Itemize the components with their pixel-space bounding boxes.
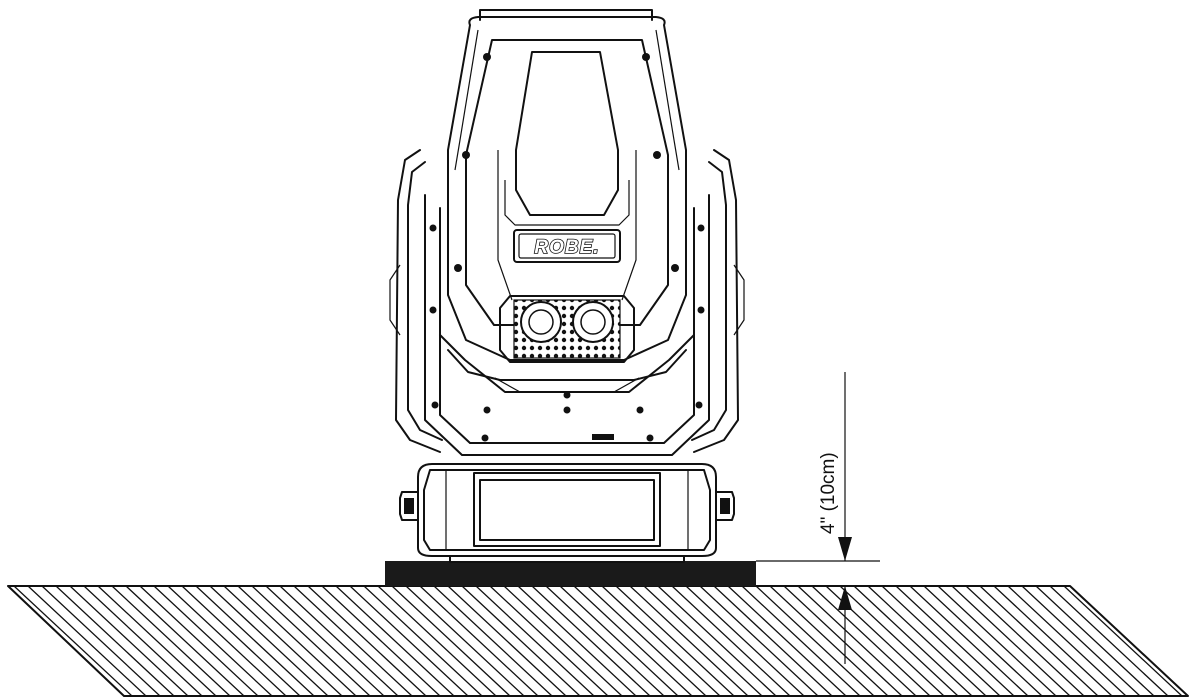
hatch-line xyxy=(307,586,427,696)
hatch-line xyxy=(657,586,777,696)
hatch-line xyxy=(209,586,329,696)
hatch-line xyxy=(223,586,343,696)
hatch-line xyxy=(783,586,903,696)
hatch-line xyxy=(377,586,497,696)
hatch-line xyxy=(755,586,875,696)
hatch-line xyxy=(615,586,735,696)
hatch-line xyxy=(1021,586,1141,696)
hatch-line xyxy=(8,586,21,696)
hatch-line xyxy=(97,586,217,696)
hatch-line xyxy=(489,586,609,696)
floor-hatched xyxy=(0,585,1189,697)
hatch-line xyxy=(447,586,567,696)
hatch-line xyxy=(671,586,791,696)
hatch-line xyxy=(8,586,35,696)
hatch-line xyxy=(1035,586,1155,696)
hatch-line xyxy=(335,586,455,696)
base-plate xyxy=(385,561,756,586)
hatch-line xyxy=(293,586,413,696)
hatch-line xyxy=(895,586,1015,696)
hatch-line xyxy=(853,586,973,696)
hatch-line xyxy=(433,586,553,696)
hatch-line xyxy=(797,586,917,696)
hatch-line xyxy=(1175,586,1188,696)
hatch-line xyxy=(503,586,623,696)
hatch-line xyxy=(643,586,763,696)
hatch-line xyxy=(55,586,175,696)
hatch-line xyxy=(405,586,525,696)
hatch-line xyxy=(881,586,1001,696)
hatch-line xyxy=(909,586,1029,696)
hatch-line xyxy=(769,586,889,696)
brand-logo-plate xyxy=(513,229,621,263)
cooling-fan-grille xyxy=(499,295,635,363)
hatch-line xyxy=(475,586,595,696)
hatch-line xyxy=(951,586,1071,696)
hatch-line xyxy=(979,586,1099,696)
hatch-line xyxy=(839,586,959,696)
hatch-line xyxy=(153,586,273,696)
hatch-line xyxy=(419,586,539,696)
hatch-line xyxy=(587,586,707,696)
hatch-line xyxy=(363,586,483,696)
hatch-line xyxy=(181,586,301,696)
hatch-line xyxy=(573,586,693,696)
hatch-line xyxy=(13,586,133,696)
hatch-line xyxy=(685,586,805,696)
clearance-dimension: 4" (10cm) xyxy=(756,372,880,664)
hatch-line xyxy=(349,586,469,696)
hatch-line xyxy=(601,586,721,696)
hatch-line xyxy=(195,586,315,696)
hatch-line xyxy=(741,586,861,696)
hatch-line xyxy=(629,586,749,696)
hatch-line xyxy=(559,586,679,696)
hatch-line xyxy=(69,586,189,696)
hatch-line xyxy=(1007,586,1127,696)
dimension-arrow-up xyxy=(838,586,852,610)
hatch-line xyxy=(923,586,1043,696)
brand-logo-text: ROBE. xyxy=(534,237,599,258)
hatch-line xyxy=(1119,586,1188,696)
hatch-line xyxy=(699,586,819,696)
hatch-line xyxy=(111,586,231,696)
hatch-line xyxy=(867,586,987,696)
clearance-label: 4" (10cm) xyxy=(818,452,839,534)
moving-head-fixture: ROBE. xyxy=(389,9,745,563)
hatch-line xyxy=(237,586,357,696)
hatch-line xyxy=(461,586,581,696)
hatch-line xyxy=(279,586,399,696)
hatch-line xyxy=(937,586,1057,696)
hatch-line xyxy=(811,586,931,696)
hatch-line xyxy=(1161,586,1188,696)
hatch-line xyxy=(139,586,259,696)
hatch-line xyxy=(125,586,245,696)
hatch-line xyxy=(545,586,665,696)
hatch-line xyxy=(251,586,371,696)
hatch-line xyxy=(727,586,847,696)
hatch-line xyxy=(265,586,385,696)
hatch-line xyxy=(321,586,441,696)
hatch-line xyxy=(1105,586,1188,696)
hatch-line xyxy=(83,586,203,696)
hatch-line xyxy=(713,586,833,696)
hatch-line xyxy=(531,586,651,696)
hatch-line xyxy=(0,586,6,696)
hatch-line xyxy=(517,586,637,696)
hatch-line xyxy=(41,586,161,696)
hatch-line xyxy=(965,586,1085,696)
hatch-line xyxy=(1133,586,1188,696)
hatch-line xyxy=(1063,586,1183,696)
hatch-line xyxy=(1049,586,1169,696)
dimension-arrow-down xyxy=(838,537,852,561)
hatch-line xyxy=(391,586,511,696)
hatch-line xyxy=(27,586,147,696)
hatch-line xyxy=(167,586,287,696)
hatch-line xyxy=(993,586,1113,696)
hatch-line xyxy=(1091,586,1188,696)
